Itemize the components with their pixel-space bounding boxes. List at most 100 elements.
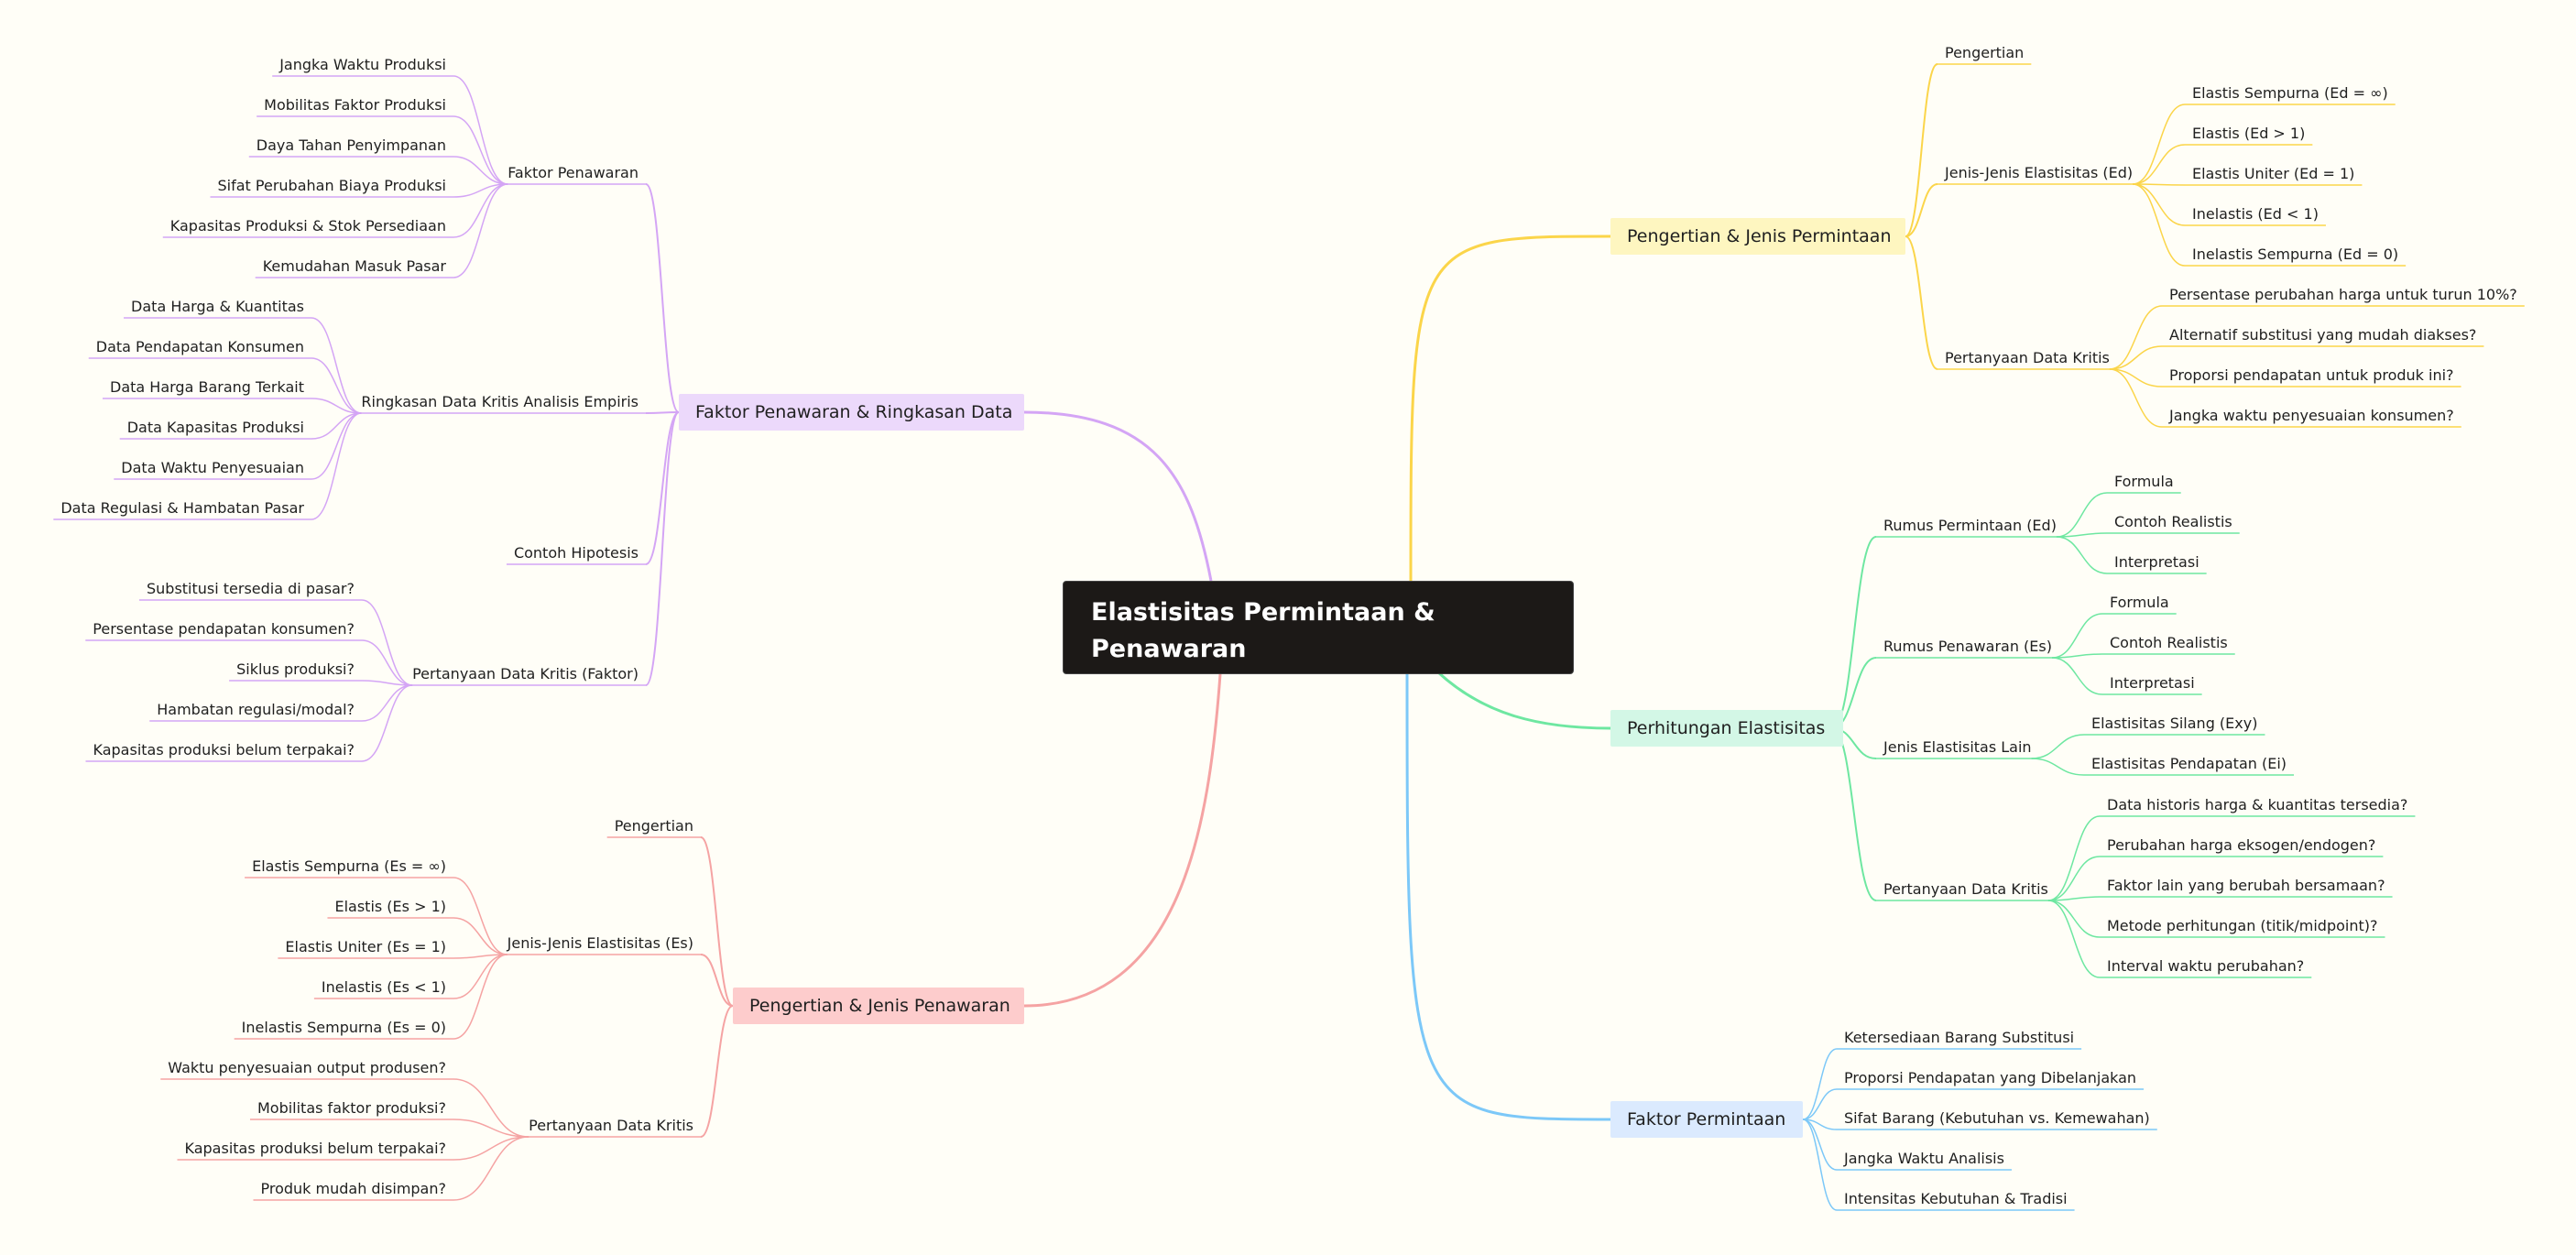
node-faktor-penawaran-pertanyaan-0[interactable]: Substitusi tersedia di pasar? [146, 580, 355, 597]
connector-faktor-penawaran-faktor-1 [453, 115, 508, 185]
connector-perhitungan-rumus_ed-1 [2056, 532, 2108, 538]
node-faktor-penawaran-ringkasan-5[interactable]: Data Regulasi & Hambatan Pasar [60, 499, 304, 517]
node-penawaran-pertanyaan-0[interactable]: Waktu penyesuaian output produsen? [168, 1059, 446, 1076]
connector-permintaan-jenis-4 [2133, 183, 2186, 267]
connector-faktor-penawaran-ringkasan-4 [311, 412, 362, 480]
node-perhitungan-rumus_ed-1[interactable]: Contoh Realistis [2114, 513, 2232, 530]
connector-perhitungan-pertanyaan-0 [2047, 815, 2101, 901]
node-perhitungan-pertanyaan-4[interactable]: Interval waktu perubahan? [2107, 957, 2305, 975]
connector-penawaran-jenis-1 [453, 917, 508, 955]
node-permintaan-pertanyaan-2[interactable]: Proporsi pendapatan untuk produk ini? [2169, 366, 2454, 384]
node-perhitungan-pertanyaan-0[interactable]: Data historis harga & kuantitas tersedia… [2107, 796, 2408, 813]
node-penawaran-pertanyaan-3[interactable]: Produk mudah disimpan? [260, 1180, 446, 1197]
node-penawaran-jenis-1[interactable]: Elastis (Es > 1) [334, 898, 446, 915]
central-topic[interactable]: Elastisitas Permintaan & Penawaran [1063, 581, 1574, 674]
node-faktor-penawaran-faktor-2[interactable]: Daya Tahan Penyimpanan [256, 136, 446, 154]
branch-faktor-permintaan[interactable]: Faktor Permintaan [1610, 1101, 1803, 1138]
connector-faktor-permintaan-1 [1802, 1088, 1838, 1120]
node-penawaran-jenis-4[interactable]: Inelastis Sempurna (Es = 0) [241, 1019, 446, 1036]
node-faktor-permintaan-1[interactable]: Proporsi Pendapatan yang Dibelanjakan [1844, 1069, 2137, 1086]
connector-penawaran-pengertian [700, 836, 734, 1007]
node-perhitungan-pertanyaan[interactable]: Pertanyaan Data Kritis [1883, 880, 2048, 898]
node-faktor-penawaran-ringkasan-3[interactable]: Data Kapasitas Produksi [126, 419, 304, 436]
node-faktor-permintaan-0[interactable]: Ketersediaan Barang Substitusi [1844, 1029, 2075, 1046]
node-faktor-permintaan-3[interactable]: Jangka Waktu Analisis [1844, 1150, 2004, 1167]
branch-pengertian-jenis-permintaan[interactable]: Pengertian & Jenis Permintaan [1610, 218, 1905, 255]
node-perhitungan-rumus_es-0[interactable]: Formula [2110, 594, 2169, 611]
node-penawaran-pertanyaan-1[interactable]: Mobilitas faktor produksi? [257, 1099, 446, 1117]
node-penawaran-jenis-0[interactable]: Elastis Sempurna (Es = ∞) [252, 857, 446, 875]
connector-faktor-penawaran-ringkasan-3 [311, 412, 362, 440]
connector-faktor-penawaran-faktor-3 [453, 183, 508, 198]
node-faktor-penawaran-ringkasan[interactable]: Ringkasan Data Kritis Analisis Empiris [361, 393, 639, 410]
node-perhitungan-pertanyaan-2[interactable]: Faktor lain yang berubah bersamaan? [2107, 877, 2385, 894]
connector-faktor-penawaran-pertanyaan-1 [361, 639, 413, 686]
node-faktor-penawaran-ringkasan-0[interactable]: Data Harga & Kuantitas [131, 298, 304, 315]
node-permintaan-jenis-1[interactable]: Elastis (Ed > 1) [2192, 125, 2306, 142]
connector-permintaan-jenis-0 [2133, 104, 2186, 185]
node-faktor-penawaran-faktor-3[interactable]: Sifat Perubahan Biaya Produksi [217, 177, 446, 194]
node-permintaan-pertanyaan-3[interactable]: Jangka waktu penyesuaian konsumen? [2169, 407, 2454, 424]
node-faktor-permintaan-2[interactable]: Sifat Barang (Kebutuhan vs. Kemewahan) [1844, 1109, 2150, 1127]
node-faktor-penawaran-faktor-4[interactable]: Kapasitas Produksi & Stok Persediaan [169, 217, 446, 235]
node-permintaan-pertanyaan-1[interactable]: Alternatif substitusi yang mudah diakses… [2169, 326, 2477, 344]
node-penawaran-pertanyaan-2[interactable]: Kapasitas produksi belum terpakai? [184, 1140, 447, 1157]
node-faktor-penawaran-faktor[interactable]: Faktor Penawaran [508, 164, 639, 181]
node-faktor-penawaran-faktor-1[interactable]: Mobilitas Faktor Produksi [264, 96, 446, 114]
connector-perhitungan-rumus_es-0 [2051, 613, 2103, 659]
connector-perhitungan-pertanyaan-3 [2047, 900, 2101, 938]
connector-perhitungan-rumus_es-2 [2051, 657, 2103, 695]
connector-penawaran [1023, 673, 1222, 1008]
node-faktor-penawaran-pertanyaan-1[interactable]: Persentase pendapatan konsumen? [93, 620, 355, 638]
node-penawaran-jenis-3[interactable]: Inelastis (Es < 1) [321, 978, 446, 996]
branch-perhitungan-elastisitas[interactable]: Perhitungan Elastisitas [1610, 710, 1843, 747]
connector-perhitungan-pertanyaan-1 [2047, 856, 2101, 901]
node-permintaan-pengertian[interactable]: Pengertian [1945, 44, 2025, 61]
node-penawaran-pertanyaan[interactable]: Pertanyaan Data Kritis [529, 1117, 693, 1134]
node-permintaan-jenis-0[interactable]: Elastis Sempurna (Ed = ∞) [2192, 84, 2388, 102]
connector-perhitungan-rumus_ed-2 [2056, 536, 2108, 574]
node-faktor-penawaran-faktor-0[interactable]: Jangka Waktu Produksi [279, 56, 446, 73]
node-permintaan-jenis-2[interactable]: Elastis Uniter (Ed = 1) [2192, 165, 2355, 182]
node-perhitungan-rumus_es-1[interactable]: Contoh Realistis [2110, 634, 2228, 651]
node-perhitungan-jenis_lain[interactable]: Jenis Elastisitas Lain [1883, 738, 2032, 756]
connector-perhitungan-pertanyaan-4 [2047, 900, 2101, 978]
node-faktor-penawaran-faktor-5[interactable]: Kemudahan Masuk Pasar [262, 257, 446, 275]
node-perhitungan-pertanyaan-3[interactable]: Metode perhitungan (titik/midpoint)? [2107, 917, 2378, 934]
node-penawaran-pengertian[interactable]: Pengertian [614, 817, 693, 835]
node-perhitungan-jenis_lain-1[interactable]: Elastisitas Pendapatan (Ei) [2091, 755, 2287, 772]
node-perhitungan-jenis_lain-0[interactable]: Elastisitas Silang (Exy) [2091, 715, 2258, 732]
branch-pengertian-jenis-penawaran[interactable]: Pengertian & Jenis Penawaran [733, 988, 1024, 1024]
node-faktor-penawaran-contoh[interactable]: Contoh Hipotesis [513, 544, 639, 562]
node-permintaan-jenis-3[interactable]: Inelastis (Ed < 1) [2192, 205, 2319, 223]
node-perhitungan-rumus_ed[interactable]: Rumus Permintaan (Ed) [1883, 517, 2057, 534]
node-perhitungan-pertanyaan-1[interactable]: Perubahan harga eksogen/endogen? [2107, 836, 2376, 854]
node-perhitungan-rumus_ed-2[interactable]: Interpretasi [2114, 553, 2199, 571]
node-faktor-penawaran-ringkasan-2[interactable]: Data Harga Barang Terkait [110, 378, 304, 396]
connector-faktor-penawaran [1023, 410, 1213, 582]
connector-perhitungan-pertanyaan-2 [2047, 896, 2101, 901]
node-penawaran-jenis-2[interactable]: Elastis Uniter (Es = 1) [285, 938, 446, 955]
node-faktor-penawaran-ringkasan-1[interactable]: Data Pendapatan Konsumen [95, 338, 304, 355]
node-perhitungan-rumus_es[interactable]: Rumus Penawaran (Es) [1883, 638, 2052, 655]
branch-faktor-penawaran-ringkasan[interactable]: Faktor Penawaran & Ringkasan Data [679, 394, 1024, 431]
node-faktor-penawaran-pertanyaan-3[interactable]: Hambatan regulasi/modal? [157, 701, 355, 718]
node-penawaran-jenis[interactable]: Jenis-Jenis Elastisitas (Es) [507, 934, 693, 952]
node-permintaan-pertanyaan[interactable]: Pertanyaan Data Kritis [1945, 349, 2110, 366]
connector-penawaran-pertanyaan-0 [453, 1078, 529, 1138]
node-permintaan-jenis[interactable]: Jenis-Jenis Elastisitas (Ed) [1945, 164, 2134, 181]
node-faktor-penawaran-ringkasan-4[interactable]: Data Waktu Penyesuaian [121, 459, 304, 476]
node-permintaan-jenis-4[interactable]: Inelastis Sempurna (Ed = 0) [2192, 246, 2399, 263]
node-faktor-penawaran-pertanyaan[interactable]: Pertanyaan Data Kritis (Faktor) [412, 665, 639, 682]
connector-penawaran-pertanyaan-1 [453, 1119, 529, 1138]
node-perhitungan-rumus_es-2[interactable]: Interpretasi [2110, 674, 2195, 692]
node-faktor-permintaan-4[interactable]: Intensitas Kebutuhan & Tradisi [1844, 1190, 2068, 1207]
connector-faktor-penawaran-faktor-5 [453, 183, 508, 278]
node-permintaan-pertanyaan-0[interactable]: Persentase perubahan harga untuk turun 1… [2169, 286, 2517, 303]
connector-faktor-penawaran-faktor-0 [453, 75, 508, 185]
node-faktor-penawaran-pertanyaan-2[interactable]: Siklus produksi? [236, 660, 355, 678]
node-perhitungan-rumus_ed-0[interactable]: Formula [2114, 473, 2174, 490]
connector-permintaan-pertanyaan-0 [2109, 305, 2163, 370]
node-faktor-penawaran-pertanyaan-4[interactable]: Kapasitas produksi belum terpakai? [93, 741, 355, 758]
